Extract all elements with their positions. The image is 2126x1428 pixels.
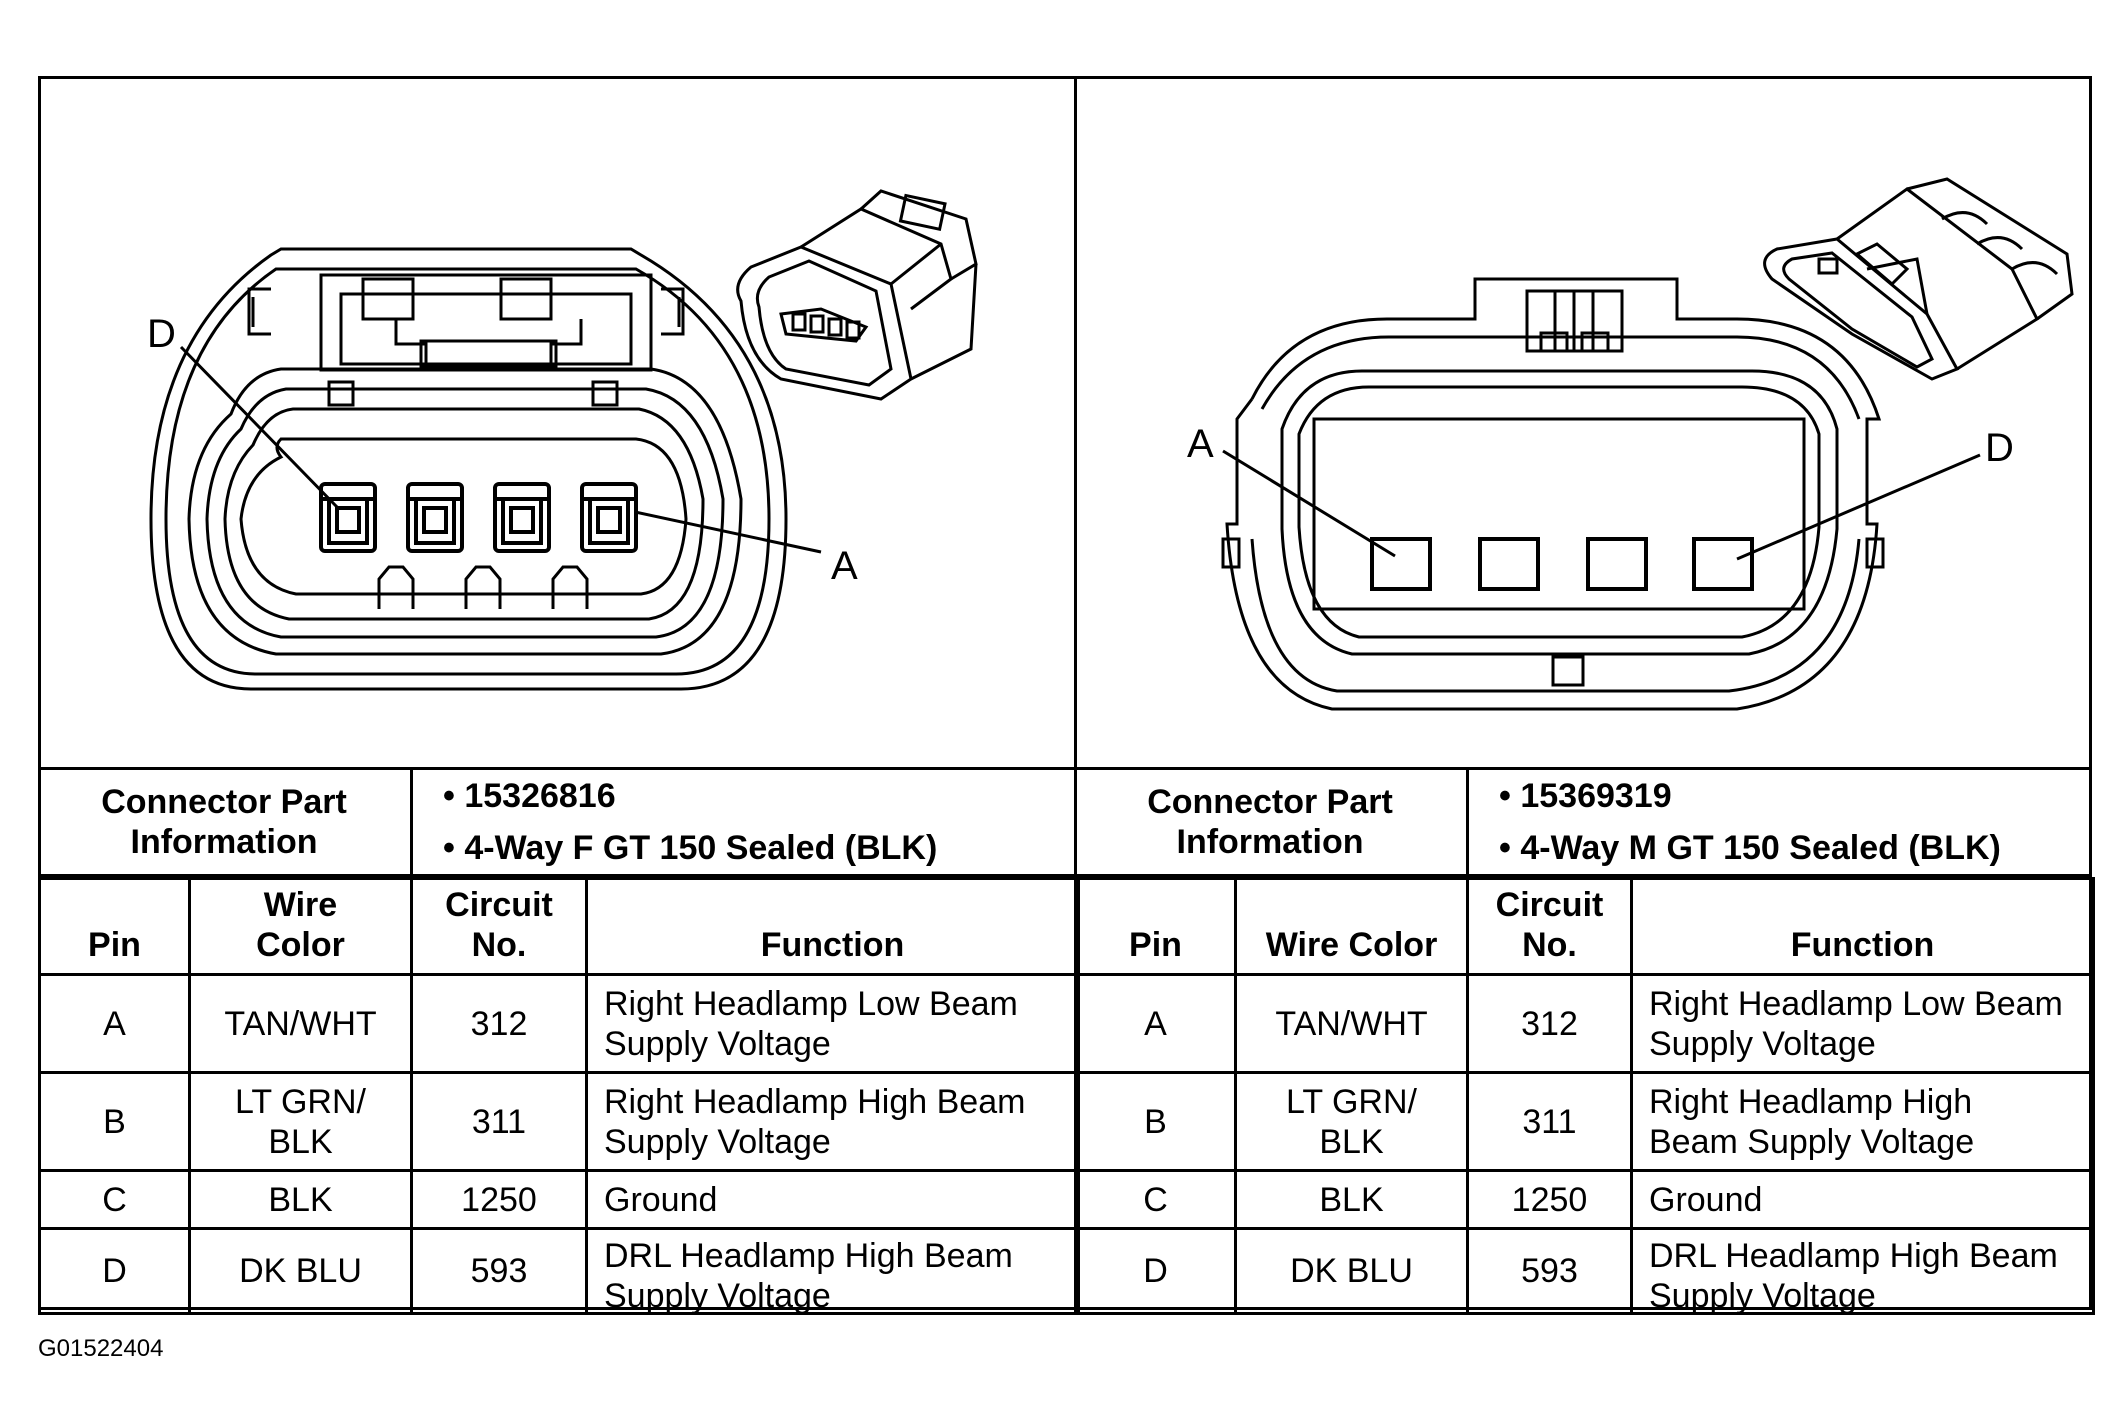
circuit-cell: 311 <box>410 1071 588 1172</box>
female-connector-drawing: D A <box>147 189 978 691</box>
pin-cell: C <box>38 1169 191 1230</box>
circuit-cell: 311 <box>1466 1071 1633 1172</box>
table-row: B LT GRN/ BLK 311 Right Headlamp High Be… <box>38 1071 1080 1172</box>
table-row: A TAN/WHT 312 Right Headlamp Low Beam Su… <box>38 973 1080 1074</box>
function-text: DRL Headlamp High Beam Supply Voltage <box>1649 1237 2058 1312</box>
pin-a-label: A <box>1187 422 1214 466</box>
part-number: • 15326816 <box>443 777 616 815</box>
circuit-cell: 312 <box>410 973 588 1074</box>
col-circuit: Circuit No. <box>1466 877 1633 976</box>
table-row: A TAN/WHT 312 Right Headlamp Low Beam Su… <box>1074 973 2095 1074</box>
connector-info-heading: Connector Part Information <box>101 783 347 861</box>
circuit-cell: 593 <box>410 1227 588 1315</box>
function-text: DRL Headlamp High Beam Supply Voltage <box>604 1237 1013 1312</box>
function-cell: DRL Headlamp High Beam Supply Voltage <box>585 1227 1080 1315</box>
col-pin: Pin <box>1074 877 1237 976</box>
table-header-row: Pin Wire Color Circuit No. Function <box>38 877 1080 976</box>
wire-cell: LT GRN/ BLK <box>1234 1071 1469 1172</box>
table-row: C BLK 1250 Ground <box>1074 1169 2095 1230</box>
function-cell: Right Headlamp Low Beam Supply Voltage <box>1630 973 2095 1074</box>
connector-info-values: • 15326816 • 4-Way F GT 150 Sealed (BLK) <box>410 770 1077 874</box>
pin-cell: A <box>38 973 191 1074</box>
pin-cell: B <box>1074 1071 1237 1172</box>
col-wire-color: Wire Color <box>188 877 413 976</box>
pin-cell: C <box>1074 1169 1237 1230</box>
pin-cell: B <box>38 1071 191 1172</box>
pin-d-label: D <box>1985 426 2014 470</box>
function-cell: Ground <box>1630 1169 2095 1230</box>
wire-cell: BLK <box>1234 1169 1469 1230</box>
pin-cell: D <box>1074 1227 1237 1315</box>
function-cell: Right Headlamp Low Beam Supply Voltage <box>585 973 1080 1074</box>
table-header-row: Pin Wire Color Circuit No. Function <box>1074 877 2095 976</box>
circuit-cell: 312 <box>1466 973 1633 1074</box>
col-pin: Pin <box>38 877 191 976</box>
function-cell: Ground <box>585 1169 1080 1230</box>
part-number: • 15369319 <box>1499 777 1672 815</box>
pin-table-left: Pin Wire Color Circuit No. Function A TA… <box>38 877 1080 1315</box>
circuit-cell: 1250 <box>410 1169 588 1230</box>
col-function: Function <box>585 877 1080 976</box>
function-cell: Right Headlamp High Beam Supply Voltage <box>585 1071 1080 1172</box>
table-row: D DK BLU 593 DRL Headlamp High Beam Supp… <box>1074 1227 2095 1315</box>
pin-cell: D <box>38 1227 191 1315</box>
table-row: C BLK 1250 Ground <box>38 1169 1080 1230</box>
circuit-cell: 593 <box>1466 1227 1633 1315</box>
wire-cell: LT GRN/ BLK <box>188 1071 413 1172</box>
function-cell: DRL Headlamp High Beam Supply Voltage <box>1630 1227 2095 1315</box>
col-function: Function <box>1630 877 2095 976</box>
figure-id: G01522404 <box>38 1335 164 1362</box>
table-row: D DK BLU 593 DRL Headlamp High Beam Supp… <box>38 1227 1080 1315</box>
wire-cell: DK BLU <box>188 1227 413 1315</box>
pin-a-label: A <box>831 544 858 588</box>
wire-cell: TAN/WHT <box>1234 973 1469 1074</box>
connector-type: • 4-Way F GT 150 Sealed (BLK) <box>443 829 938 867</box>
connector-info-heading: Connector Part Information <box>1147 783 1393 861</box>
connector-info-right: Connector Part Information • 15369319 • … <box>1074 767 2092 877</box>
pin-table-right: Pin Wire Color Circuit No. Function A TA… <box>1074 877 2095 1315</box>
panel-divider <box>1074 76 1077 1310</box>
col-circuit: Circuit No. <box>410 877 588 976</box>
connector-type: • 4-Way M GT 150 Sealed (BLK) <box>1499 829 2001 867</box>
circuit-cell: 1250 <box>1466 1169 1633 1230</box>
wire-cell: DK BLU <box>1234 1227 1469 1315</box>
col-wire-color: Wire Color <box>1234 877 1469 976</box>
wire-cell: BLK <box>188 1169 413 1230</box>
table-row: B LT GRN/ BLK 311 Right Headlamp High Be… <box>1074 1071 2095 1172</box>
pin-d-label: D <box>147 312 176 356</box>
male-connector-drawing: A D <box>1187 177 2074 711</box>
connector-info-left: Connector Part Information • 15326816 • … <box>38 767 1077 877</box>
pin-cell: A <box>1074 973 1237 1074</box>
connector-info-values: • 15369319 • 4-Way M GT 150 Sealed (BLK) <box>1466 770 2092 874</box>
wire-cell: TAN/WHT <box>188 973 413 1074</box>
function-cell: Right Headlamp High Beam Supply Voltage <box>1630 1071 2095 1172</box>
